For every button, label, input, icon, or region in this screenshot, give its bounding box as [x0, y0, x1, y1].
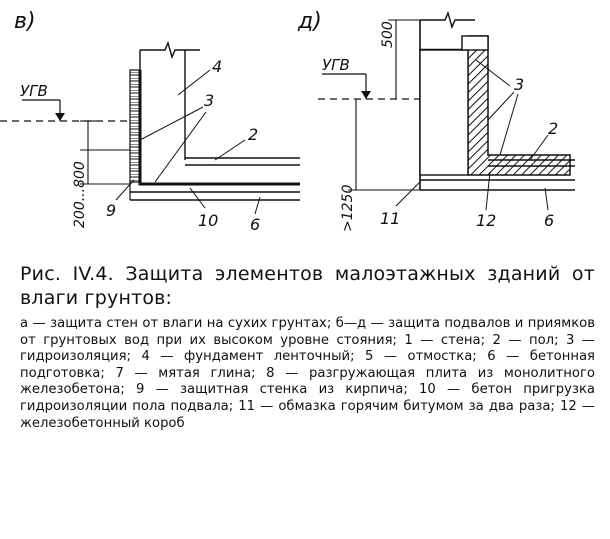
panel-d-leader-3a	[475, 59, 511, 87]
panel-v-wall-break	[140, 40, 200, 60]
panel-d-label-2: 2	[548, 119, 558, 138]
panel-d-letter: д)	[297, 9, 322, 34]
panel-d-ugv-arrowhead	[361, 91, 371, 99]
panel-d-leader-11	[395, 181, 421, 207]
panel-v-leader-3b	[154, 111, 207, 183]
panel-d-leader-12	[485, 171, 491, 211]
panel-d-wall-body	[419, 49, 469, 176]
figure-caption: Рис. IV.4. Защита элементов малоэтажных …	[20, 262, 595, 432]
panel-v-label-4: 4	[212, 57, 222, 76]
panel-v-label-6: 6	[250, 215, 260, 234]
panel-v-leader-2	[214, 139, 246, 161]
panel-v-label-3: 3	[204, 91, 214, 110]
panel-v-label-9: 9	[106, 201, 116, 220]
panel-d-leader-3b	[487, 91, 515, 121]
panel-v-letter: в)	[14, 9, 36, 34]
panel-v-ugv-label: УГВ	[20, 82, 48, 100]
panel-v-leader-10	[189, 187, 206, 209]
caption-title: Рис. IV.4. Защита элементов малоэтажных …	[20, 263, 595, 309]
panel-d-height-label: 500	[380, 21, 396, 48]
panel-d-label-3: 3	[514, 75, 524, 94]
panel-v-label-10: 10	[198, 211, 218, 230]
panel-d-label-11: 11	[380, 209, 400, 228]
panel-v-leader-4	[177, 69, 211, 96]
panel-v-ugv-arrowhead	[55, 113, 65, 121]
panel-d-concrete-box	[467, 35, 571, 176]
panel-d-label-12: 12	[476, 211, 496, 230]
panel-d-depth-label: >1250	[340, 185, 356, 232]
panel-d-wall-break	[420, 10, 475, 30]
panel-v-leader-9	[115, 179, 135, 201]
panel-v-depth-label: 200...800	[72, 161, 88, 228]
panel-d-leader-6	[544, 187, 549, 211]
panel-v-label-2: 2	[248, 125, 258, 144]
panel-d-label-6: 6	[544, 211, 554, 230]
panel-v-leader-3a	[139, 106, 204, 141]
panel-d-cap	[461, 35, 489, 51]
technical-drawing: в) УГВ 200...800	[0, 9, 575, 234]
panel-v-drawing: в) УГВ 200...800	[0, 9, 300, 234]
panel-d-leader-2	[529, 134, 549, 161]
panel-v-waterproofing	[138, 70, 300, 186]
panel-v-leader-6	[254, 196, 261, 215]
panel-d-ugv-label: УГВ	[322, 56, 350, 74]
caption-body: а — защита стен от влаги на сухих грунта…	[20, 316, 595, 431]
panel-d-drawing: д) УГВ 500 >1250	[297, 9, 575, 232]
panel-d-leader-3c	[499, 93, 519, 156]
